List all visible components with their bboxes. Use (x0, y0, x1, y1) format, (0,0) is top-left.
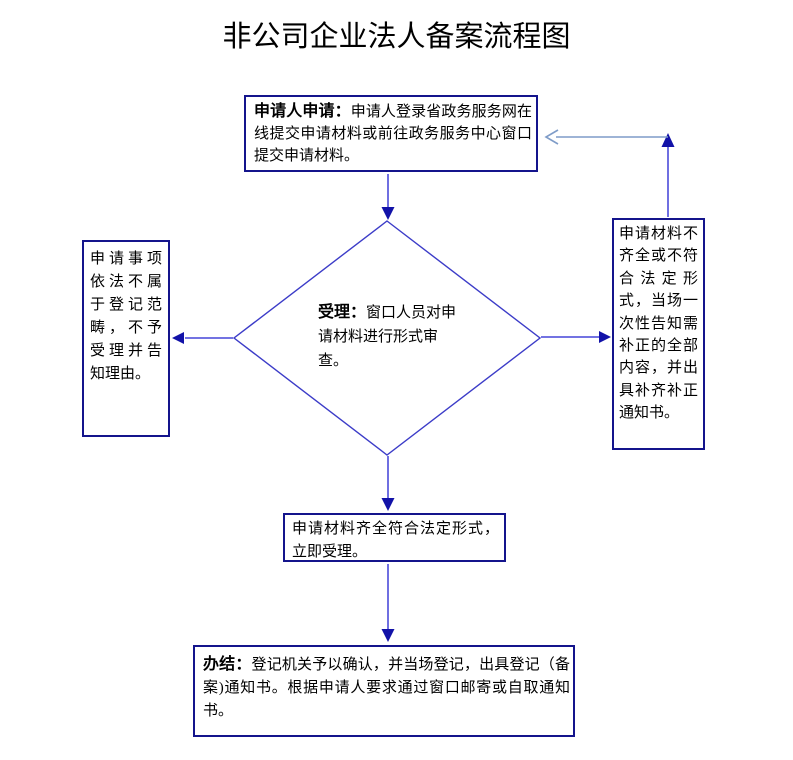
node-finish: 办结：登记机关予以确认，并当场登记，出具登记（备案)通知书。根据申请人要求通过窗… (193, 645, 575, 737)
arrow-review-to-supplement (541, 331, 611, 343)
node-review-body: 窗口人员对申请材料进行形式审查。 (318, 305, 457, 369)
arrow-supplement-feedback-up (661, 133, 675, 217)
node-finish-body: 登记机关予以确认，并当场登记，出具登记（备案)通知书。根据申请人要求通过窗口邮寄… (203, 657, 570, 719)
node-apply-body: 申请人登录省政务服务网在线提交申请材料或前往政务服务中心窗口提交申请材料。 (254, 104, 532, 164)
arrow-apply-to-review (381, 174, 395, 220)
node-reject: 申请事项依法不属于登记范畴，不予受理并告知理由。 (82, 240, 170, 437)
node-accepted: 申请材料齐全符合法定形式，立即受理。 (283, 513, 506, 562)
node-review-label: 受理：窗口人员对申请材料进行形式审查。 (318, 301, 458, 373)
review-diamond-shape (232, 220, 542, 456)
node-finish-lead: 办结： (203, 656, 252, 673)
page-title: 非公司企业法人备案流程图 (222, 21, 571, 53)
node-accepted-body: 申请材料齐全符合法定形式，立即受理。 (292, 521, 499, 560)
node-review-lead: 受理： (318, 304, 367, 321)
node-supplement: 申请材料不齐全或不符合法定形式，当场一次性告知需补正的全部内容，并出具补齐补正通… (612, 218, 705, 450)
arrow-review-to-reject (172, 332, 233, 344)
node-apply: 申请人申请：申请人登录省政务服务网在线提交申请材料或前往政务服务中心窗口提交申请… (244, 95, 538, 172)
node-apply-lead: 申请人申请： (254, 103, 351, 120)
node-reject-body: 申请事项依法不属于登记范畴，不予受理并告知理由。 (90, 251, 162, 382)
arrow-review-to-accepted (381, 456, 395, 511)
arrow-feedback-to-apply (544, 129, 668, 145)
arrow-accepted-to-finish (381, 564, 395, 642)
node-supplement-body: 申请材料不齐全或不符合法定形式，当场一次性告知需补正的全部内容，并出具补齐补正通… (619, 226, 698, 422)
